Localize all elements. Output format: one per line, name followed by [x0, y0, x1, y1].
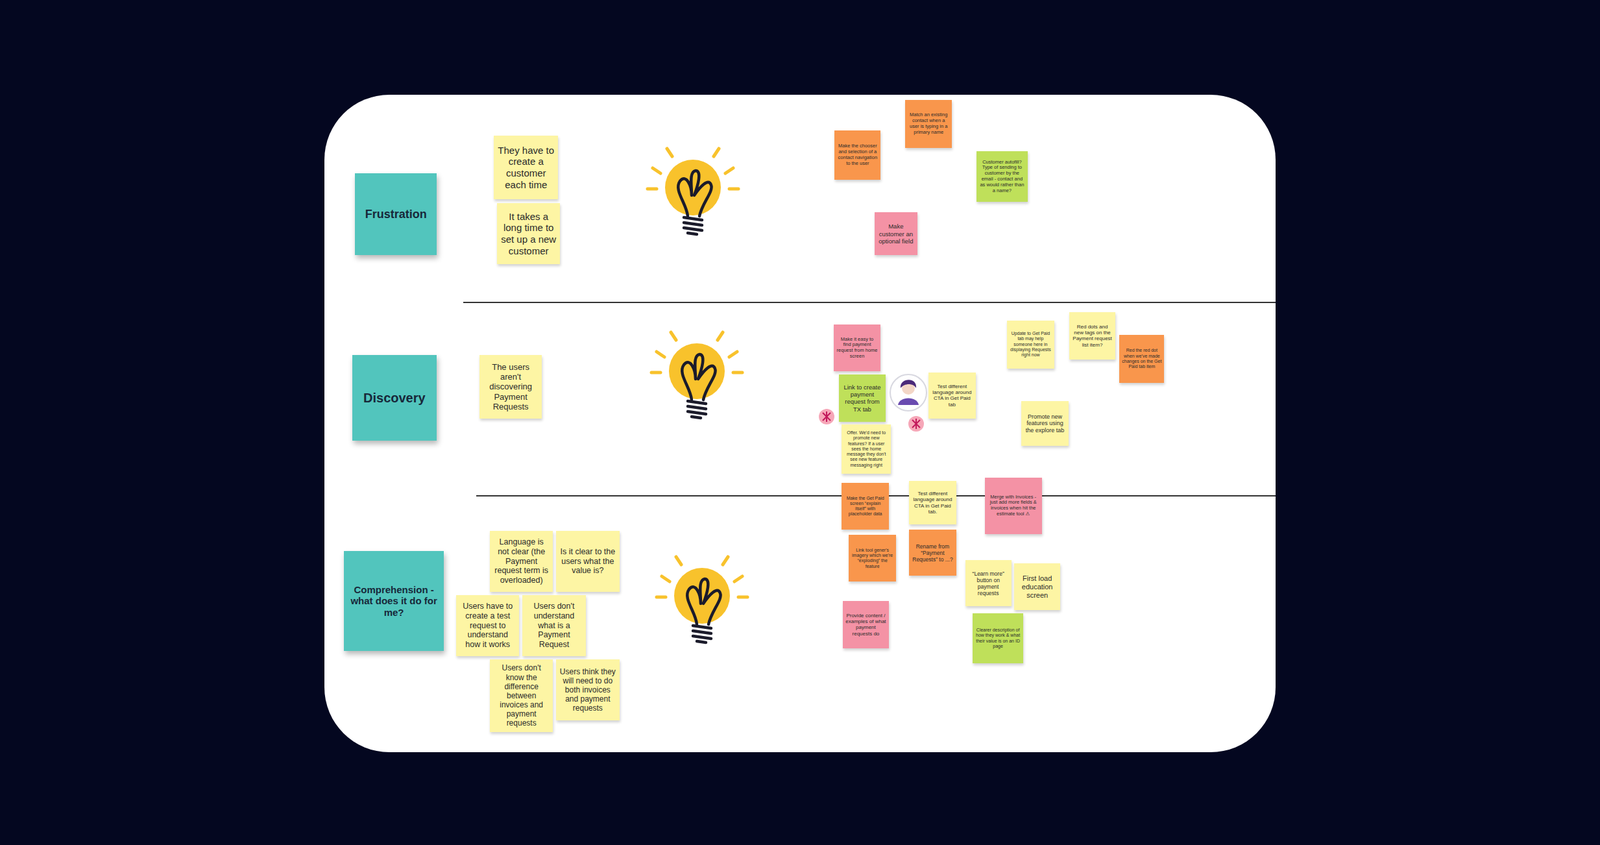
note-text: Users don't know the difference between …: [493, 663, 551, 728]
note-text: Update to Get Paid tab may help someone …: [1009, 330, 1052, 358]
category-box: Frustration: [354, 173, 437, 255]
sticky-note: The users aren't discovering Payment Req…: [479, 354, 542, 419]
board-panel: [324, 94, 1276, 752]
sticky-note: Make it easy to find payment request fro…: [833, 324, 881, 372]
note-text: Is it clear to the users what the value …: [559, 546, 617, 576]
note-text: Red dots and new tags on the Payment req…: [1071, 323, 1113, 349]
sticky-note: It takes a long time to set up a new cus…: [496, 203, 561, 265]
sticky-note: Make the chooser and selection of a cont…: [834, 130, 881, 180]
sticky-note: Promote new features using the explore t…: [1021, 400, 1068, 446]
sticky-note: Link to create payment request from TX t…: [838, 374, 886, 422]
note-text: The users aren't discovering Payment Req…: [482, 362, 539, 413]
sticky-note: Link tool gener's imagery which we're “e…: [848, 534, 896, 582]
note-text: Test different language around CTA in Ge…: [931, 383, 973, 409]
note-text: Language is not clear (the Payment reque…: [493, 537, 551, 586]
note-text: First load education screen: [1017, 574, 1057, 600]
sticky-note: Rename from “Payment Requests” to ...?: [909, 529, 956, 576]
sticky-note: Clearer description of how they work & w…: [972, 613, 1024, 664]
sticky-note: Customer autofill? Type of sending to cu…: [976, 151, 1028, 203]
lightbulb-icon: [656, 556, 748, 643]
note-text: Make the Get Paid screen “explain itself…: [844, 495, 886, 518]
note-text: Rename from “Payment Requests” to ...?: [911, 543, 954, 563]
note-text: Promote new features using the explore t…: [1023, 413, 1066, 435]
sticky-note: Match an existing contact when a user is…: [905, 99, 952, 148]
note-text: Make it easy to find payment request fro…: [836, 336, 878, 360]
note-text: Test different language around CTA in Ge…: [911, 490, 954, 516]
sticky-note: First load education screen: [1014, 563, 1061, 610]
sticky-note: Provide content / examples of what payme…: [842, 600, 889, 648]
reaction-sticker: [908, 415, 924, 432]
note-text: Customer autofill? Type of sending to cu…: [979, 159, 1026, 194]
lightbulb-icon: [647, 148, 739, 235]
sticky-note: “Learn more” button on payment requests: [965, 559, 1012, 607]
sticky-note: They have to create a customer each time: [493, 135, 558, 200]
note-text: Merge with Invoices - just add more fiel…: [987, 494, 1040, 518]
note-text: Link to create payment request from TX t…: [841, 383, 884, 413]
lightbulb-icon: [651, 332, 743, 418]
sticky-note: Test different language around CTA in Ge…: [909, 480, 956, 525]
note-text: “Learn more” button on payment requests: [968, 570, 1009, 597]
reaction-sticker: [818, 408, 835, 425]
category-box: Discovery: [352, 354, 438, 441]
sticky-note: Users have to create a test request to u…: [456, 594, 520, 656]
category-label: Comprehension - what does it do for me?: [347, 583, 441, 619]
note-text: It takes a long time to set up a new cus…: [500, 210, 558, 257]
category-label: Frustration: [358, 207, 434, 222]
note-text: Users think they will need to do both in…: [559, 666, 617, 714]
sticky-note: Users think they will need to do both in…: [556, 659, 620, 721]
sticky-note: Is it clear to the users what the value …: [556, 530, 620, 592]
note-text: Users have to create a test request to u…: [459, 601, 517, 650]
sticky-note: Red dots and new tags on the Payment req…: [1069, 312, 1116, 359]
note-text: Red the red dot when we've made changes …: [1121, 347, 1162, 370]
row-divider: [463, 301, 1276, 304]
sticky-note: Make the Get Paid screen “explain itself…: [841, 482, 889, 530]
sticky-note: Red the red dot when we've made changes …: [1119, 334, 1164, 383]
user-avatar: [890, 374, 927, 411]
note-text: They have to create a customer each time: [496, 144, 555, 191]
note-text: Link tool gener's imagery which we're “e…: [851, 547, 893, 570]
sticky-note: Offer. We'd need to promote new features…: [841, 424, 891, 473]
note-text: Clearer description of how they work & w…: [975, 627, 1022, 649]
sticky-note: Test different language around CTA in Ge…: [928, 372, 976, 419]
sticky-note: Users don't know the difference between …: [489, 659, 554, 732]
sticky-note: Users don't understand what is a Payment…: [522, 594, 586, 656]
sticky-note: Update to Get Paid tab may help someone …: [1006, 320, 1054, 369]
note-text: Make the chooser and selection of a cont…: [836, 143, 878, 167]
note-text: Users don't understand what is a Payment…: [525, 601, 583, 650]
note-text: Match an existing contact when a user is…: [907, 112, 950, 135]
sticky-note: Merge with Invoices - just add more fiel…: [984, 477, 1043, 534]
category-box: Comprehension - what does it do for me?: [343, 550, 444, 651]
note-text: Offer. We'd need to promote new features…: [844, 430, 888, 468]
note-text: Provide content / examples of what payme…: [845, 612, 887, 638]
sticky-note: Language is not clear (the Payment reque…: [489, 530, 554, 592]
category-label: Discovery: [355, 390, 435, 407]
note-text: Make customer an optional field: [877, 222, 915, 245]
sticky-note: Make customer an optional field: [874, 212, 918, 255]
